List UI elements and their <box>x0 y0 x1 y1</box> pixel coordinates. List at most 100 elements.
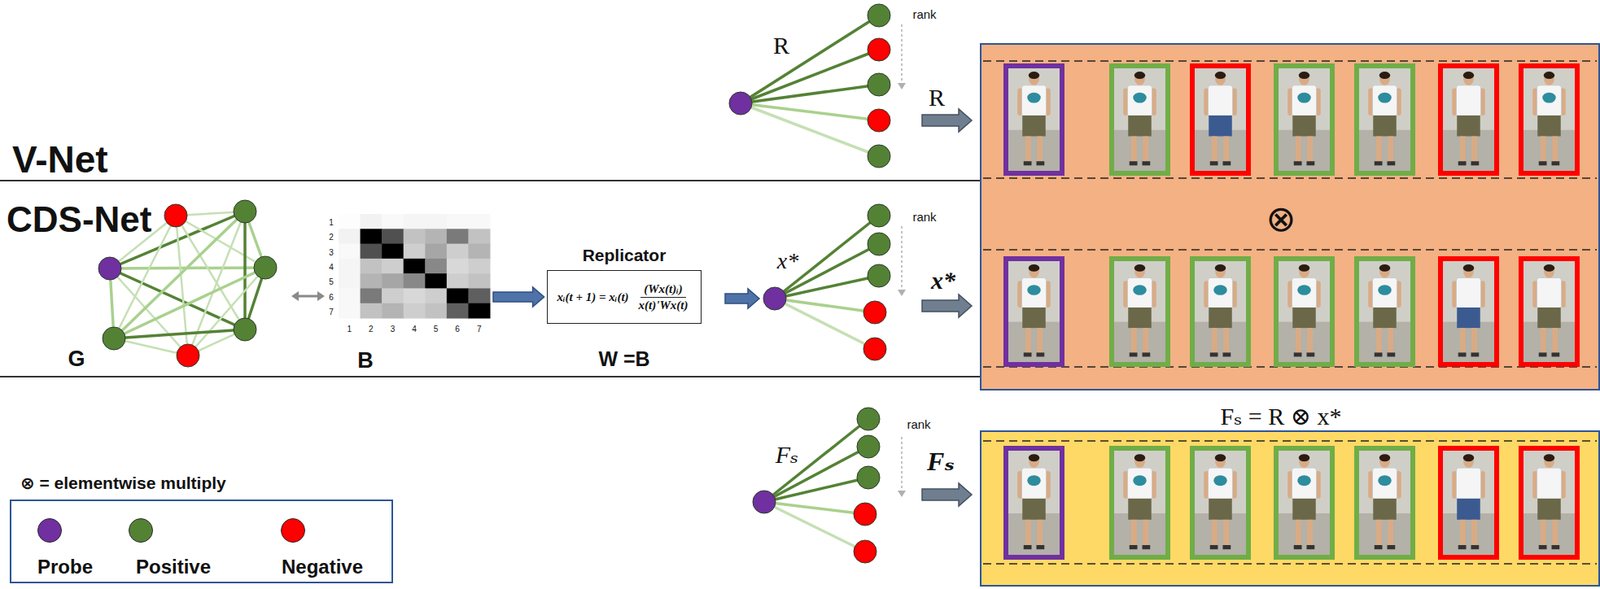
person-shirt <box>1372 85 1398 117</box>
photo-frame <box>1276 65 1333 174</box>
shirt-logo <box>1542 92 1557 104</box>
photo-frame <box>1192 448 1249 558</box>
axis-tick: 5 <box>328 278 334 287</box>
graph-vertex <box>856 466 880 490</box>
matrix-cell <box>446 288 469 304</box>
matrix-cell <box>446 258 469 275</box>
person-shoe <box>1551 161 1561 166</box>
text-holder: 2 <box>328 228 334 244</box>
person-shorts <box>1372 115 1397 137</box>
person-hair <box>1463 264 1475 272</box>
person-shoe <box>1036 545 1045 550</box>
person-photo <box>1276 448 1333 558</box>
person-leg <box>1223 520 1229 547</box>
person-shoe <box>1551 545 1561 550</box>
text-holder: G <box>67 348 85 371</box>
person-hair <box>1028 264 1041 272</box>
axis-tick: 2 <box>328 233 334 242</box>
person-photo <box>1440 258 1497 365</box>
person-photo <box>1356 448 1413 558</box>
person-leg <box>1142 135 1149 162</box>
matrix-cell <box>446 244 469 260</box>
text-holder: Fₛ <box>775 442 799 468</box>
axis-tick: 4 <box>328 263 334 272</box>
person-shoe <box>1538 545 1548 550</box>
legend-text: Positive <box>135 557 211 578</box>
person-hair <box>1028 454 1041 462</box>
rank-arrow <box>900 24 903 84</box>
rank-edge <box>774 275 879 299</box>
person-shirt <box>1292 85 1317 117</box>
axis-tick: 2 <box>368 325 374 334</box>
person-leg <box>1025 135 1032 162</box>
photo-ground <box>1113 67 1167 172</box>
photo-ground <box>1193 260 1247 363</box>
person-shorts <box>1208 498 1233 521</box>
person-photo <box>1440 65 1497 174</box>
arrow-label: x* <box>931 268 956 293</box>
photo-frame <box>1440 258 1497 365</box>
person-shirt <box>1022 277 1047 309</box>
shirt-logo <box>1297 284 1312 296</box>
person-photo <box>1356 258 1413 365</box>
dashed-rule <box>983 60 1597 62</box>
person-leg <box>1131 520 1137 547</box>
person-leg <box>1540 520 1547 547</box>
person-hair <box>1215 454 1227 462</box>
person-shirt <box>1022 85 1047 117</box>
person-leg <box>1376 520 1382 547</box>
photo-ground <box>1007 450 1061 556</box>
person-shorts <box>1127 498 1152 521</box>
matrix-cell <box>360 303 383 320</box>
person-shirt <box>1208 277 1233 309</box>
photo-ground <box>1277 260 1331 363</box>
formula-fraction: (Wx(t)ᵢ)x(t)'Wx(t) <box>635 281 692 314</box>
person-leg <box>1295 135 1302 162</box>
person-shirt <box>1456 85 1482 117</box>
rank-edge <box>774 244 879 299</box>
person-shirt <box>1022 467 1047 500</box>
photo-ground <box>1358 450 1412 556</box>
matrix-cell <box>403 258 426 275</box>
graph-vertex <box>867 204 891 228</box>
person-shoe <box>1471 545 1480 550</box>
probe-vertex <box>752 490 776 514</box>
person-shorts <box>1208 115 1233 137</box>
rank-arrow <box>900 437 903 492</box>
matrix-cell <box>467 288 490 304</box>
person-shoe <box>1223 161 1232 166</box>
rank-arrowhead <box>897 289 906 297</box>
person-hair <box>1543 264 1556 272</box>
text-holder: B <box>357 349 374 372</box>
person-leg <box>1295 327 1302 355</box>
text-holder: V-Net <box>12 140 109 179</box>
person-shoe <box>1023 161 1032 166</box>
matrix-cell <box>360 258 383 275</box>
photo-frame <box>1276 448 1333 558</box>
person-leg <box>1376 327 1382 355</box>
person-shoe <box>1551 352 1561 357</box>
graph-vertex <box>863 337 887 361</box>
graph-vertex <box>853 540 877 564</box>
person-shorts <box>1456 498 1481 521</box>
rank-edge <box>764 419 869 503</box>
person-leg <box>1142 327 1149 355</box>
matrix-cell <box>467 244 490 260</box>
matrix-cell <box>360 288 383 304</box>
person-shirt <box>1456 467 1482 500</box>
person-hair <box>1215 264 1227 272</box>
matrix-cell <box>424 288 447 304</box>
person-shirt <box>1127 467 1153 500</box>
photo-ground <box>1522 67 1576 172</box>
photo-frame <box>1521 65 1578 174</box>
person-photo <box>1111 448 1168 558</box>
person-hair <box>1379 264 1391 272</box>
photo-frame <box>1521 258 1578 365</box>
graph-vertex <box>853 502 877 526</box>
photo-ground <box>1193 450 1247 556</box>
text-holder: 4 <box>411 320 417 336</box>
legend-swatch <box>37 518 62 543</box>
person-shoe <box>1223 545 1232 550</box>
photo-frame <box>1192 65 1249 174</box>
person-shoe <box>1036 352 1045 357</box>
